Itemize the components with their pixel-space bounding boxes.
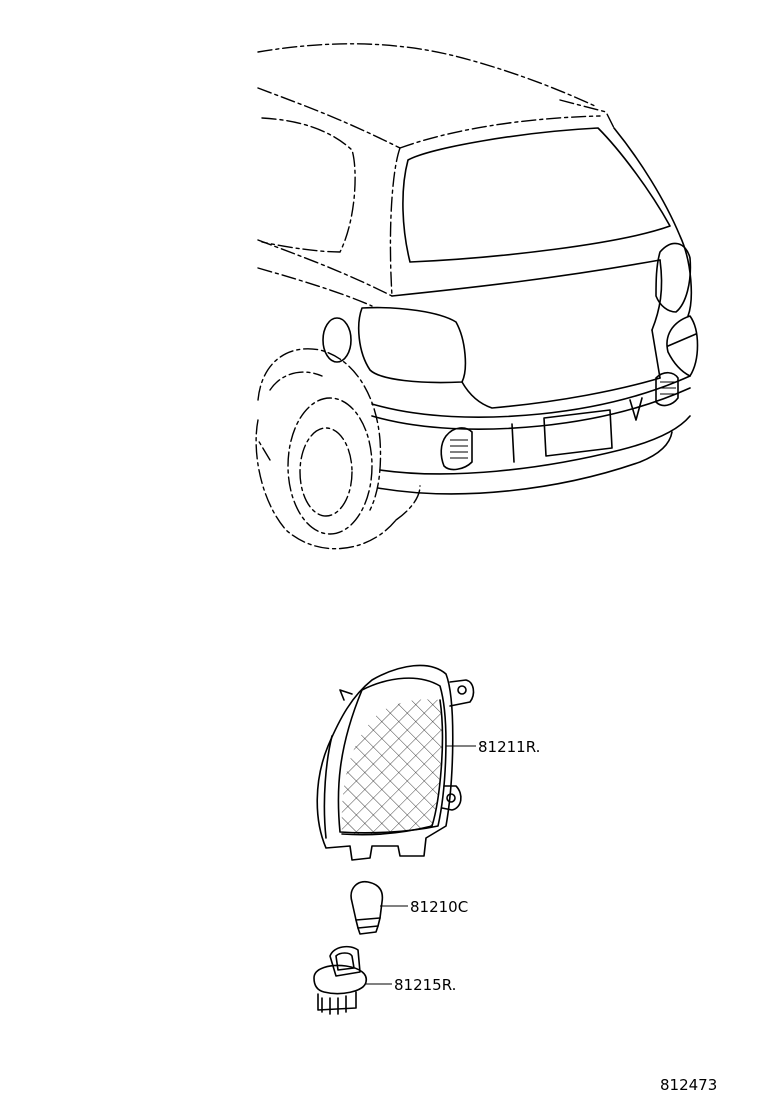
part-label-reflector: 81211R. xyxy=(478,738,540,756)
bulb-socket: 81215R. xyxy=(313,945,456,1015)
car-rear-illustration xyxy=(255,43,699,550)
reflector-assembly: 81211R. xyxy=(316,664,540,861)
bulb: 81210C xyxy=(350,880,468,935)
part-label-bulb: 81210C xyxy=(410,898,468,916)
part-label-socket: 81215R. xyxy=(394,976,456,994)
diagram-id: 812473 xyxy=(660,1076,717,1094)
